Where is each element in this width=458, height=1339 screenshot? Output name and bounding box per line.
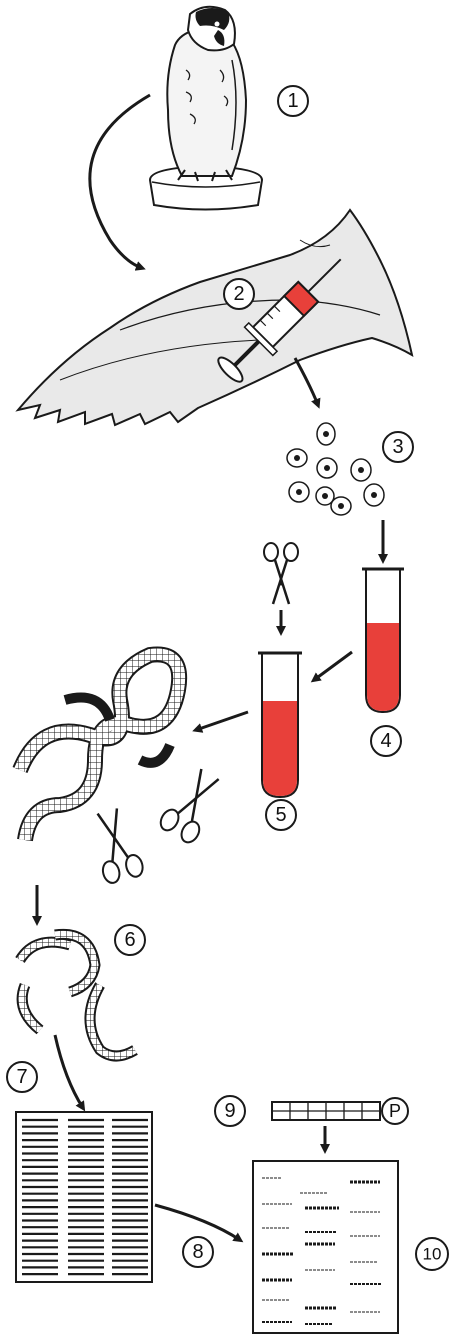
autoradiograph bbox=[253, 1161, 398, 1333]
step-number: 4 bbox=[380, 730, 391, 752]
step-number: 8 bbox=[192, 1241, 203, 1263]
step-marker: 7 bbox=[7, 1062, 37, 1092]
step-marker: 1 bbox=[278, 86, 308, 116]
step-number: 9 bbox=[224, 1100, 235, 1122]
step-number: 1 bbox=[287, 90, 298, 112]
step-marker: 8 bbox=[183, 1237, 213, 1267]
step-marker: 5 bbox=[266, 800, 296, 830]
falcon-illustration bbox=[150, 7, 262, 210]
blood-cells-illustration bbox=[287, 423, 384, 515]
flow-arrow bbox=[55, 1035, 83, 1108]
step-number: 2 bbox=[233, 283, 244, 305]
wing-illustration bbox=[18, 210, 412, 425]
step-number: 5 bbox=[275, 804, 286, 826]
step-marker: 3 bbox=[383, 432, 413, 462]
step-marker: 4 bbox=[371, 726, 401, 756]
dna-fragments bbox=[20, 934, 135, 1056]
scissors-icon bbox=[264, 543, 298, 604]
electrophoresis-gel bbox=[16, 1112, 152, 1282]
step-marker: 10 bbox=[416, 1238, 448, 1270]
probe-label: P bbox=[389, 1101, 401, 1121]
scissors-icon bbox=[88, 806, 145, 885]
step-number: 6 bbox=[124, 929, 135, 951]
flow-arrow bbox=[90, 95, 150, 268]
step-marker: 6 bbox=[115, 925, 145, 955]
test-tube-blood bbox=[362, 569, 404, 712]
step-number: 3 bbox=[392, 436, 403, 458]
test-tube-dna bbox=[258, 653, 302, 797]
flow-arrow bbox=[295, 358, 318, 405]
scissors-icon bbox=[157, 764, 227, 845]
step-number: 7 bbox=[16, 1066, 27, 1088]
step-number: 10 bbox=[423, 1245, 442, 1264]
flow-arrow bbox=[196, 712, 248, 730]
step-marker: 2 bbox=[224, 279, 254, 309]
dna-ribbon bbox=[20, 654, 179, 840]
step-marker: 9 bbox=[215, 1096, 245, 1126]
flow-arrow bbox=[314, 652, 352, 680]
labelled-probe: P bbox=[272, 1098, 408, 1124]
flow-arrow bbox=[155, 1205, 240, 1240]
